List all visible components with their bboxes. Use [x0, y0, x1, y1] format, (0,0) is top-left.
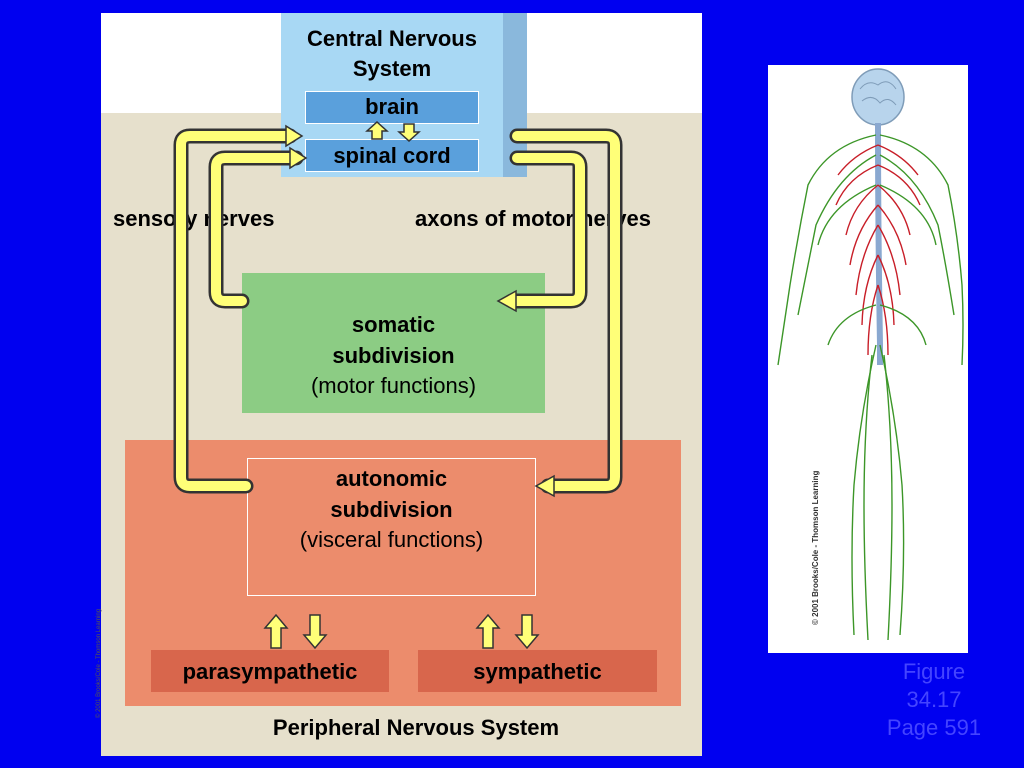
somatic-subdivision-box: somatic subdivision (motor functions) — [242, 273, 545, 413]
caption-line1: Figure — [902, 659, 966, 684]
sensory-outer-path — [173, 128, 298, 494]
nervous-system-illustration: © 2001 Brooks/Cole - Thomson Learning — [768, 65, 968, 653]
autonomic-subdivision-box: autonomic subdivision (visceral function… — [247, 458, 536, 596]
red-nerves — [835, 144, 921, 356]
autonomic-line2: subdivision — [330, 497, 453, 522]
sympathetic-box: sympathetic — [418, 650, 657, 692]
somatic-line1: somatic — [351, 312, 436, 337]
brain-box: brain — [305, 91, 479, 124]
parasympathetic-box: parasympathetic — [151, 650, 389, 692]
cns-title-line2: System — [352, 56, 432, 81]
autonomic-line3: (visceral functions) — [299, 527, 484, 552]
sensory-inner-arrowhead — [289, 146, 308, 170]
spinal-cord-illustration — [875, 122, 883, 365]
spinal-cord-box: spinal cord — [305, 139, 479, 172]
somatic-line3: (motor functions) — [310, 373, 477, 398]
motor-outer-path — [509, 128, 623, 494]
figure-caption: Figure 34.17 Page 591 — [866, 658, 1002, 742]
copyright-illustration: © 2001 Brooks/Cole - Thomson Learning — [811, 471, 820, 625]
caption-line3: Page 591 — [886, 715, 982, 740]
symp-up-arrow — [475, 613, 501, 649]
body-figure: © 2001 Brooks/Cole - Thomson Learning — [777, 68, 964, 641]
sensory-outer-arrowhead — [285, 124, 304, 148]
motor-inner-arrowhead — [496, 289, 517, 313]
sensory-nerves-label: sensory nerves — [113, 206, 275, 231]
para-down-arrow — [302, 614, 328, 650]
autonomic-line1: autonomic — [335, 466, 448, 491]
brain-cord-down-arrow — [397, 123, 421, 143]
copyright-small: © 2001 Brooks/Cole - Thomson Learning — [96, 600, 110, 720]
somatic-line2: subdivision — [332, 343, 455, 368]
pns-title: Peripheral Nervous System — [272, 715, 560, 740]
motor-inner-path — [504, 150, 588, 309]
brain-illustration — [851, 68, 905, 126]
caption-line2: 34.17 — [906, 687, 962, 712]
motor-outer-arrowhead — [534, 474, 555, 498]
cns-title-line1: Central Nervous — [307, 26, 477, 51]
sensory-inner-path — [208, 150, 304, 309]
cns-title: Central Nervous System — [281, 24, 503, 84]
green-nerves — [777, 134, 964, 641]
symp-down-arrow — [514, 614, 540, 650]
cns-box-side — [501, 13, 527, 177]
brain-cord-up-arrow — [365, 120, 389, 140]
copyright-small-text: © 2001 Brooks/Cole - Thomson Learning — [96, 608, 102, 718]
para-up-arrow — [263, 613, 289, 649]
